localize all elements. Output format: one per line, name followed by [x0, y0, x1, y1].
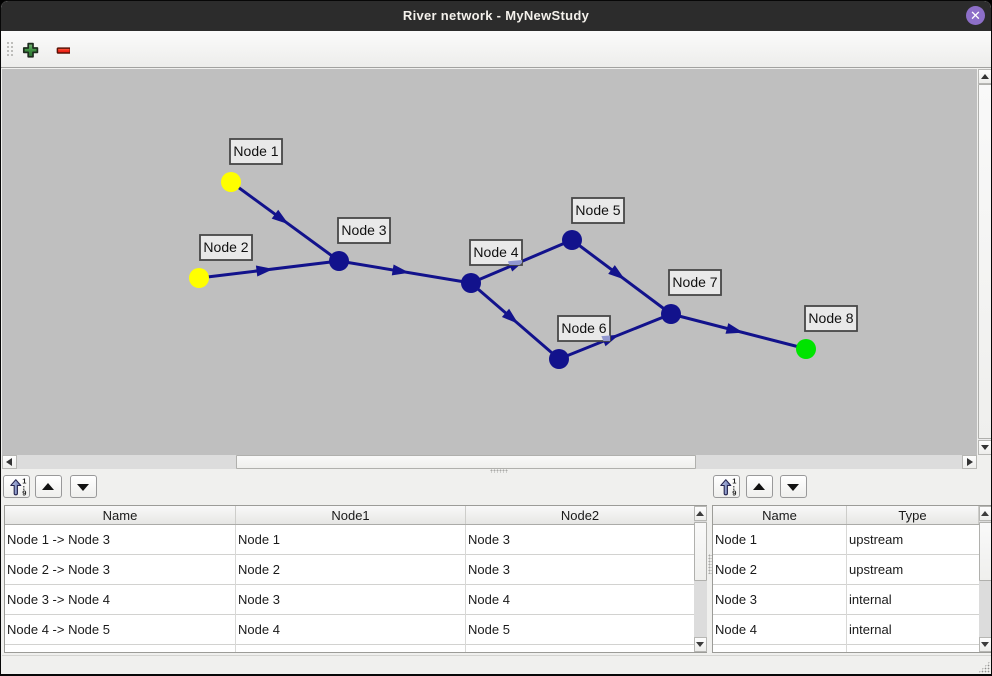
- svg-text:9: 9: [22, 489, 26, 497]
- svg-text:1: 1: [732, 476, 736, 485]
- svg-text:Node 7: Node 7: [672, 274, 717, 290]
- svg-text:9: 9: [732, 489, 736, 497]
- svg-text:Node 6: Node 6: [561, 320, 606, 336]
- svg-text:1: 1: [22, 476, 26, 485]
- svg-text:Node 1: Node 1: [233, 143, 278, 159]
- svg-text:Node 5: Node 5: [575, 202, 620, 218]
- svg-text:Node 2: Node 2: [203, 239, 248, 255]
- svg-text:Node 8: Node 8: [808, 310, 853, 326]
- svg-text:Node 4: Node 4: [473, 244, 518, 260]
- svg-text:Node 3: Node 3: [341, 222, 386, 238]
